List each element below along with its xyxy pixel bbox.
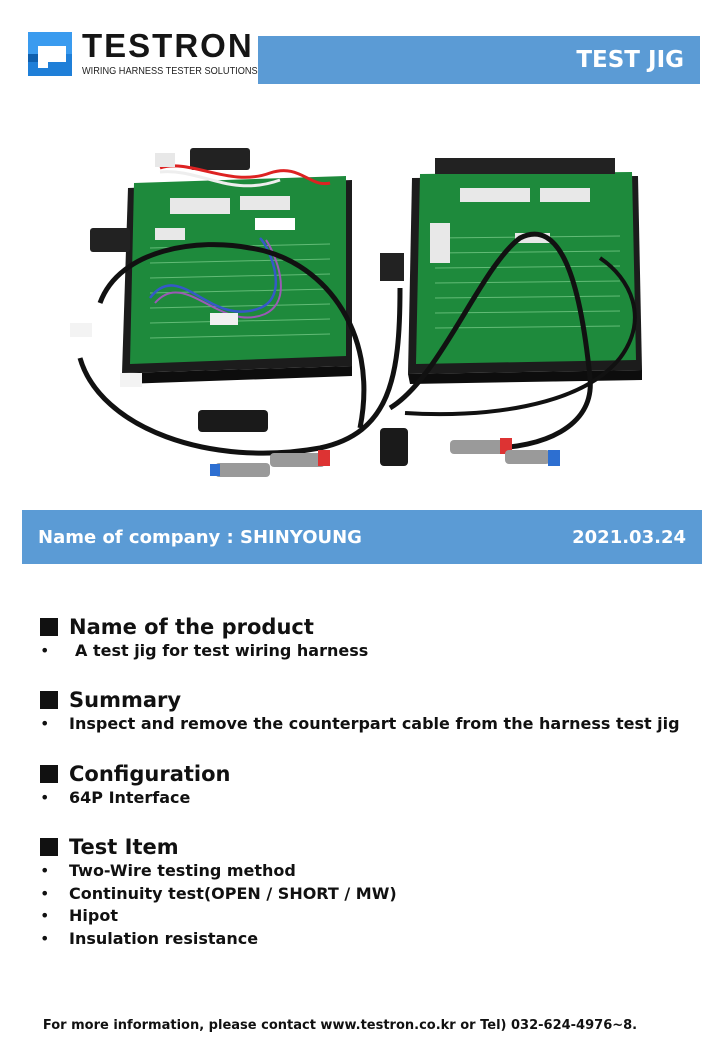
section-heading: Summary: [40, 687, 680, 713]
section-list: • Two-Wire testing method • Continuity tes…: [40, 860, 397, 950]
testron-logo-icon: [28, 32, 72, 76]
section-list: • A test jig for test wiring harness: [40, 640, 368, 663]
section-heading: Name of the product: [40, 614, 368, 640]
list-item-text: Two-Wire testing method: [69, 861, 296, 880]
bullet-icon: •: [40, 928, 50, 948]
section-product-name: Name of the product • A test jig for test…: [40, 614, 368, 663]
list-item-text: Insulation resistance: [69, 928, 259, 948]
section-list: • 64P Interface: [40, 787, 230, 810]
bullet-icon: •: [40, 861, 50, 880]
page-title: TEST JIG: [576, 47, 684, 73]
footer-contact: For more information, please contact www…: [42, 1018, 638, 1033]
section-summary: Summary • Inspect and remove the counterp…: [40, 687, 680, 736]
square-bullet-icon: [40, 618, 58, 636]
square-bullet-icon: [40, 838, 58, 856]
list-item: • Continuity test(OPEN / SHORT / MW): [40, 883, 397, 906]
square-bullet-icon: [40, 691, 58, 709]
square-bullet-icon: [40, 765, 58, 783]
list-item: • 64P Interface: [40, 787, 230, 810]
bullet-icon: •: [40, 883, 50, 903]
document-date: 2021.03.24: [572, 526, 686, 548]
logo-tagline: WIRING HARNESS TESTER SOLUTIONS: [82, 66, 258, 77]
company-bar: Name of company : SHINYOUNG 2021.03.24: [22, 510, 702, 564]
section-heading-text: Name of the product: [69, 615, 314, 639]
section-heading: Configuration: [40, 761, 230, 787]
bullet-icon: •: [40, 906, 50, 925]
list-item: • A test jig for test wiring harness: [40, 640, 368, 663]
bullet-icon: •: [40, 788, 50, 807]
section-heading-text: Summary: [69, 688, 182, 712]
testron-logo: TESTRON WIRING HARNESS TESTER SOLUTIONS: [28, 27, 258, 82]
section-heading-text: Configuration: [69, 762, 231, 786]
list-item: • Two-Wire testing method: [40, 860, 397, 883]
list-item-text: 64P Interface: [69, 788, 191, 807]
list-item: • Hipot: [40, 905, 397, 928]
list-item-text: Inspect and remove the counterpart cable…: [69, 714, 680, 733]
company-name: Name of company : SHINYOUNG: [38, 526, 362, 548]
section-heading: Test Item: [40, 834, 397, 860]
list-item-text: Continuity test(OPEN / SHORT / MW): [69, 883, 397, 903]
list-item: • Insulation resistance: [40, 928, 397, 951]
list-item-text: A test jig for test wiring harness: [75, 641, 369, 660]
bullet-icon: •: [40, 714, 50, 733]
section-configuration: Configuration • 64P Interface: [40, 761, 230, 810]
list-item-text: Hipot: [69, 906, 118, 925]
product-photo: [70, 148, 642, 477]
logo-name: TESTRON: [82, 27, 254, 64]
page-title-bar: TEST JIG: [258, 36, 700, 84]
section-heading-text: Test Item: [69, 835, 179, 859]
list-item: • Inspect and remove the counterpart cabl…: [40, 713, 680, 736]
bullet-icon: •: [40, 641, 50, 660]
section-test-item: Test Item • Two-Wire testing method • Cont…: [40, 834, 397, 950]
section-list: • Inspect and remove the counterpart cabl…: [40, 713, 680, 736]
